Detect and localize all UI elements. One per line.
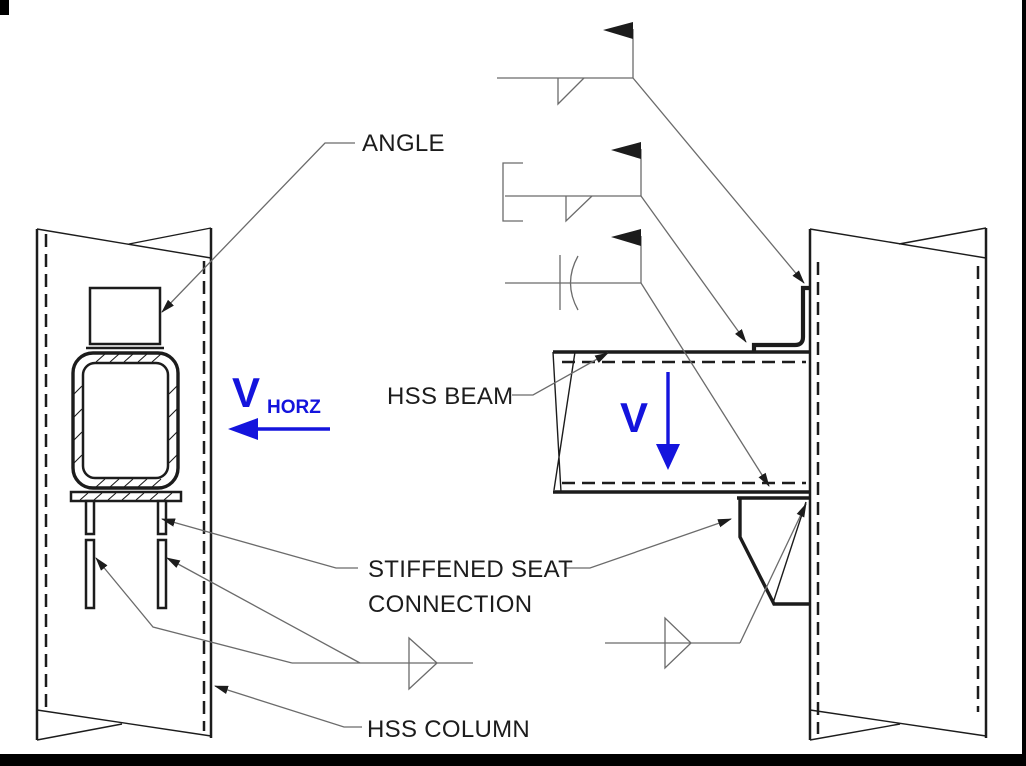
fillet-weld-triangle-icon [565,195,593,223]
tube-wall-hatching [73,353,178,488]
stiffener-left-upper [84,499,96,536]
stiffener-leader-arrow-c [95,557,293,664]
stiffened-seat-right-leader-arrow [565,518,732,569]
seat-stiffener-edge [772,501,807,604]
seat-bracket-outline [738,498,810,606]
top-angle-elevation [751,285,810,352]
angle-leader-arrow [161,142,355,313]
stiffened-seat-elevation [737,496,810,606]
vhorz-arrowhead-icon [228,418,258,440]
weld-symbol-fillet-left-view [292,636,473,691]
column-break-lines [36,227,212,741]
v-arrowhead-icon [656,444,680,470]
left-hss-column [35,227,213,741]
hss-tube-inner-wall [81,361,170,480]
column-edge-lines [35,228,213,740]
weld-leader-arrow [640,195,747,343]
hss-beam-label: HSS BEAM [387,383,513,410]
seat-plate-hatching [79,492,173,501]
stiffener-leader-arrow-b [166,557,361,664]
weld-symbol-fillet-field-bracket [502,142,747,343]
beam-face-lines [553,350,810,494]
vhorz-subscript: HORZ [267,397,321,418]
v-force-annotation: V [620,372,680,470]
open-triangle-icon [408,636,438,691]
fillet-weld-triangle-icon [557,77,585,106]
bracket-icon [502,162,523,222]
column-hidden-lines [816,262,980,734]
hss-column-leader-arrow [214,685,362,728]
field-weld-flag-icon [611,229,641,246]
left-section-assembly [69,286,183,610]
stiffener-left-lower [84,538,96,610]
weld-leader-arrow [739,503,807,644]
stiffener-right-upper [156,499,168,536]
angle-label: ANGLE [362,130,445,157]
column-hidden-lines [44,234,206,731]
beam-break-lines [552,351,576,493]
stiffener-right-lower [156,538,168,610]
weld-leader-arrow [632,77,805,284]
column-break-lines [809,227,987,741]
hss-column-label: HSS COLUMN [367,716,530,743]
weld-symbol-fillet-field-top [497,22,805,284]
field-weld-flag-icon [611,142,641,159]
column-edge-lines [808,228,988,740]
weld-symbol-flare-bevel-field [505,229,770,487]
flare-bevel-arc-icon [569,255,579,311]
top-left-black-notch [0,0,9,15]
vhorz-force-annotation: V HORZ [228,369,330,440]
weld-symbol-fillet-right-view [605,503,807,670]
text-labels: ANGLE HSS BEAM STIFFENED SEAT CONNECTION… [362,130,573,743]
hss-beam-leader-arrow [512,352,609,396]
right-black-strip [1022,0,1026,766]
vhorz-symbol: V [232,369,260,416]
v-symbol: V [620,394,648,441]
label-leaders [95,142,732,728]
right-hss-column [808,227,988,741]
bottom-black-bar [0,754,1026,766]
open-triangle-icon [664,616,692,670]
stiffened-seat-label-line2: CONNECTION [368,591,532,618]
weld-leader-arrow [640,282,770,487]
angle-profile [751,285,810,352]
field-weld-flag-icon [603,22,633,39]
beam-hidden-lines [562,360,806,485]
stiffened-seat-label-line1: STIFFENED SEAT [368,556,573,583]
angle-section [88,286,162,346]
hss-beam-elevation [552,350,810,494]
stiffened-seat-left-leader-arrow [161,518,358,569]
